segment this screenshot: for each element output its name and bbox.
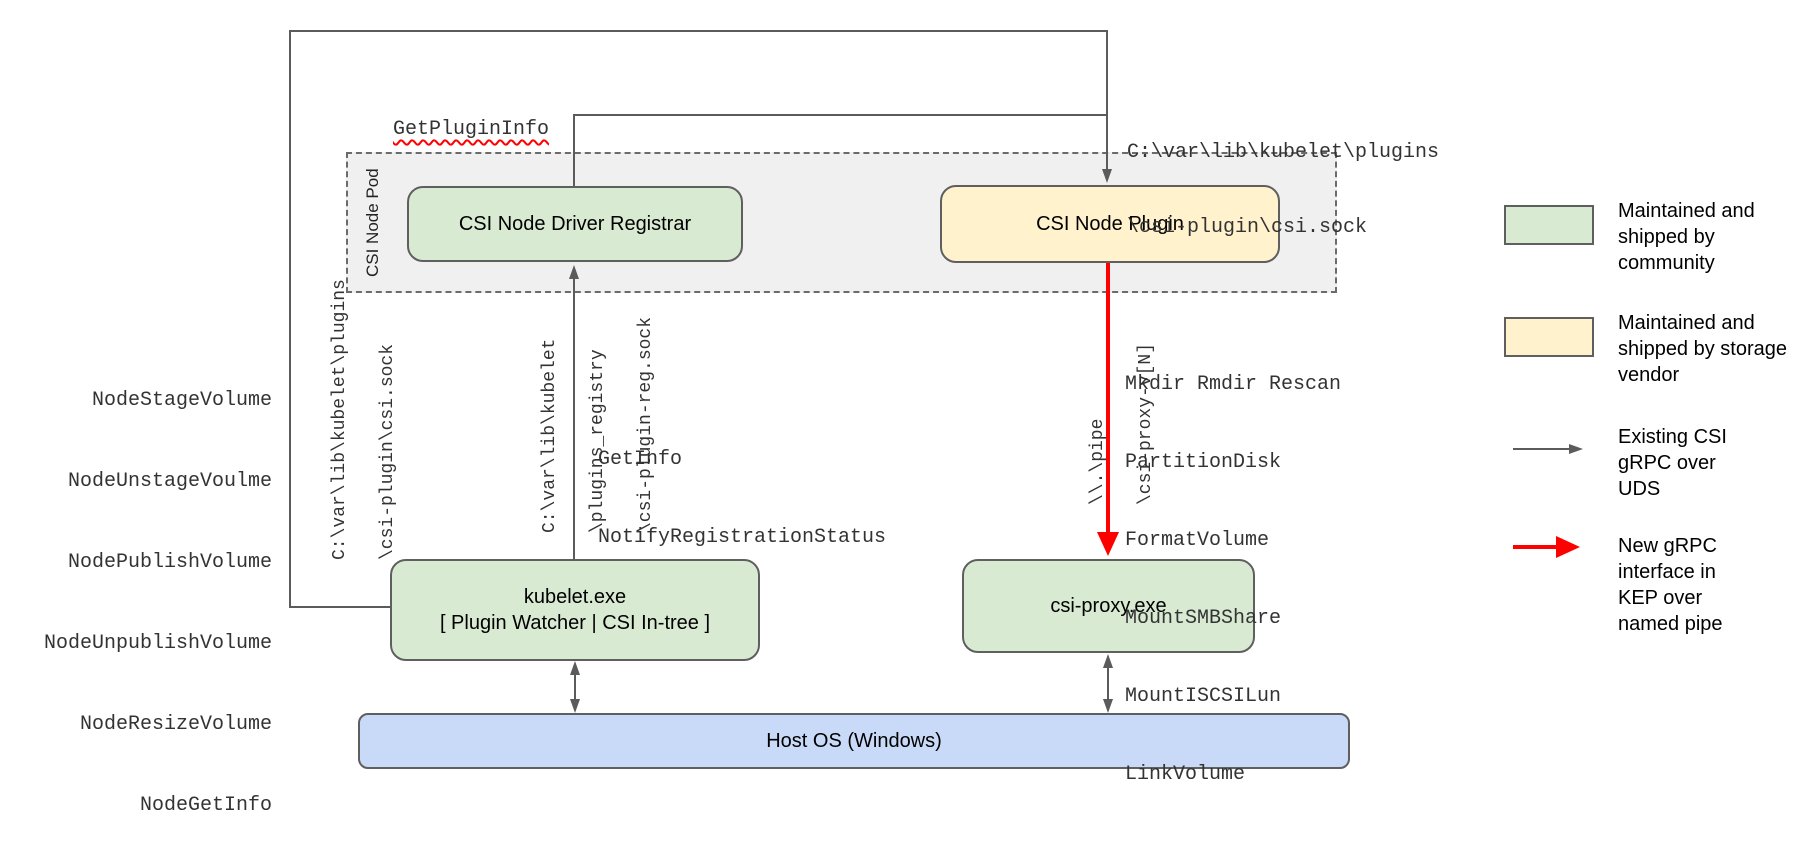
- node-api-list: NodeStageVolume NodeUnstageVoulme NodePu…: [40, 333, 272, 842]
- registry-socket-line1: C:\var\lib\kubelet: [540, 338, 560, 533]
- uds-socket-vertical-line1: C:\var\lib\kubelet\plugins: [330, 279, 350, 560]
- registry-socket-line3: \csi-plugin-reg.sock: [636, 316, 656, 533]
- registry-socket-vertical-label: C:\var\lib\kubelet \plugins_registry \cs…: [510, 317, 686, 533]
- node-api-item: NodeStageVolume: [91, 389, 272, 412]
- csi-proxy-api-item: FormatVolume: [1125, 529, 1270, 552]
- legend-vendor-swatch: [1504, 317, 1594, 357]
- csi-proxy-api-item: MountSMBShare: [1125, 607, 1282, 630]
- uds-socket-vertical-line2: \csi-plugin\csi.sock: [378, 343, 398, 560]
- kubelet-label-line2: [ Plugin Watcher | CSI In-tree ]: [439, 612, 711, 634]
- node-api-item: NodeUnstageVoulme: [67, 470, 272, 493]
- uds-socket-path-label: C:\var\lib\kubelet\plugins \csi-plugin\c…: [1127, 90, 1439, 290]
- host-os-label: Host OS (Windows): [766, 730, 942, 752]
- csi-proxy-api-item: Mkdir Rmdir Rescan: [1125, 373, 1342, 396]
- legend-vendor-text: Maintained and shipped by storage vendor: [1618, 312, 1788, 386]
- host-os-box: Host OS (Windows): [358, 713, 1350, 769]
- registrar-label: CSI Node Driver Registrar: [458, 213, 692, 235]
- legend-new-grpc-text: New gRPC interface in KEP over named pip…: [1618, 535, 1723, 635]
- named-pipe-vertical-label: \\.\pipe \csi-proxy-v[N]: [1058, 343, 1186, 505]
- legend-community-text: Maintained and shipped by community: [1618, 200, 1755, 274]
- named-pipe-line2: \csi-proxy-v[N]: [1136, 342, 1156, 505]
- csi-proxy-api-list: Mkdir Rmdir Rescan PartitionDisk FormatV…: [1125, 320, 1341, 842]
- csi-proxy-api-item: PartitionDisk: [1125, 451, 1282, 474]
- node-api-item: NodePublishVolume: [67, 551, 272, 574]
- legend-community-swatch: [1504, 205, 1594, 245]
- named-pipe-line1: \\.\pipe: [1088, 418, 1108, 505]
- csi-proxy-api-item: MountISCSILun: [1125, 685, 1282, 708]
- node-api-item: NodeUnpublishVolume: [43, 632, 272, 655]
- registry-socket-line2: \plugins_registry: [588, 349, 608, 533]
- uds-socket-vertical-label: C:\var\lib\kubelet\plugins \csi-plugin\c…: [300, 279, 428, 560]
- node-api-item: NodeGetInfo: [139, 794, 272, 817]
- get-plugin-info-label: GetPluginInfo: [393, 118, 550, 141]
- csi-proxy-api-item: LinkVolume: [1125, 763, 1246, 786]
- uds-socket-path-line2: \csi-plugin\csi.sock: [1127, 216, 1368, 239]
- csi-node-pod-label: CSI Node Pod: [363, 168, 382, 277]
- uds-socket-path-line1: C:\var\lib\kubelet\plugins: [1127, 141, 1440, 164]
- node-api-item: NodeResizeVolume: [79, 713, 272, 736]
- legend-existing-grpc-text: Existing CSI gRPC over UDS: [1618, 426, 1727, 500]
- csi-node-driver-registrar-box: CSI Node Driver Registrar: [407, 186, 743, 262]
